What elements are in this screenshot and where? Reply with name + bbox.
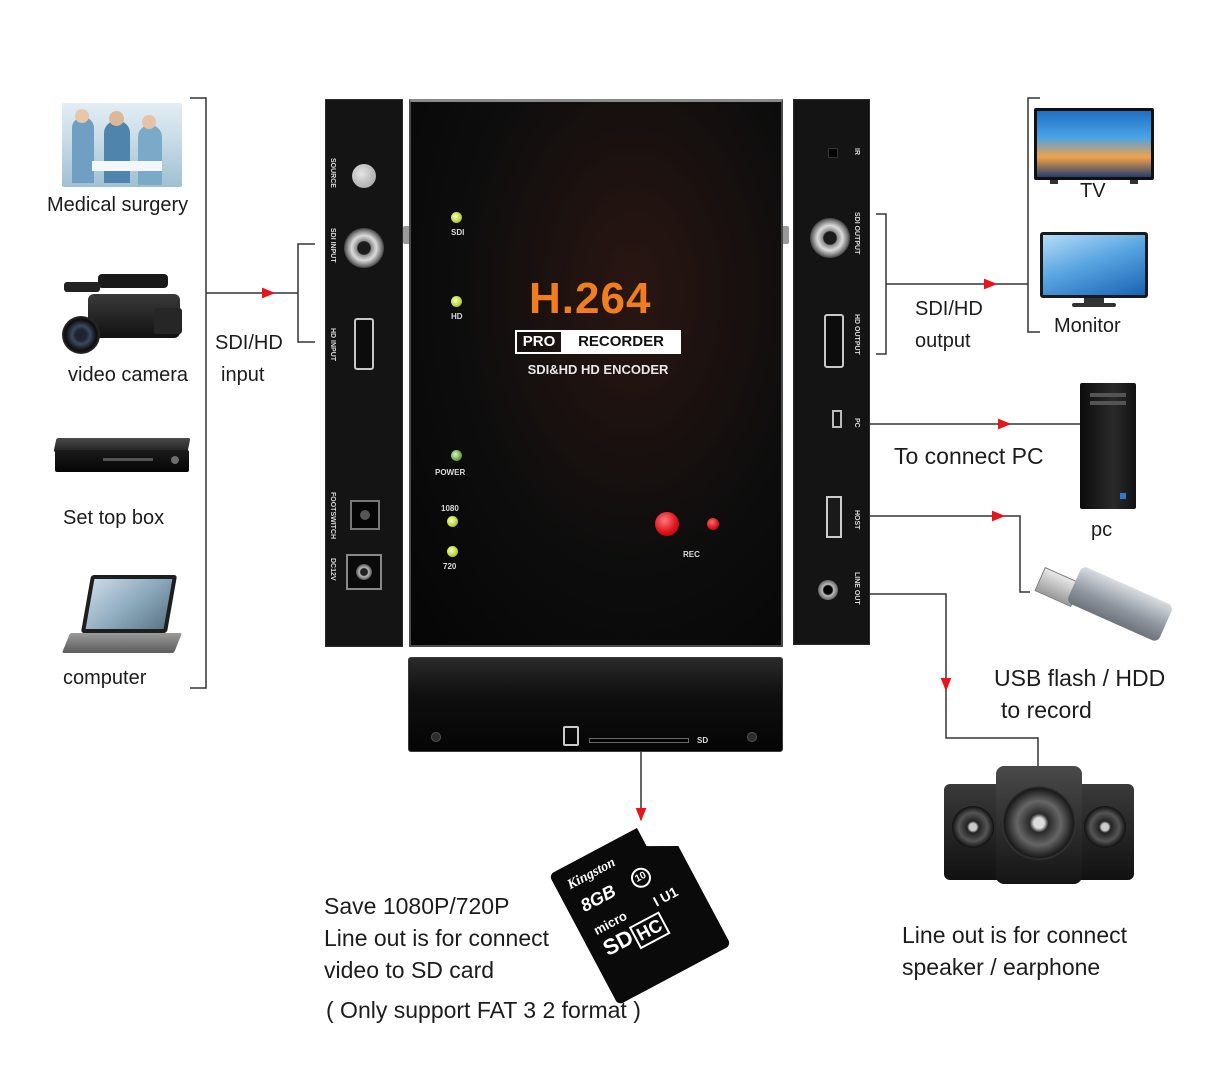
right-side-panel: IR SDI OUTPUT HD OUTPUT PC HOST LINE OUT — [793, 99, 870, 645]
laptop-image — [62, 575, 182, 661]
product-title: H.264 — [529, 274, 651, 324]
led-hd-label: HD — [451, 312, 463, 321]
led-power — [451, 450, 462, 461]
label-pc: pc — [1091, 518, 1112, 543]
sd-card-icon — [563, 726, 579, 746]
label-speaker-line2: speaker / earphone — [902, 953, 1100, 982]
label-line-out: LINE OUT — [853, 572, 860, 605]
pc-usb-port[interactable] — [832, 410, 842, 428]
rec-label: REC — [683, 550, 700, 559]
label-connect-pc: To connect PC — [894, 442, 1044, 471]
led-sdi-label: SDI — [451, 228, 464, 237]
video-camera-image — [58, 268, 188, 358]
label-ir: IR — [853, 148, 860, 155]
front-panel: SDI HD POWER 1080 720 H.264 PRO RECORDER… — [409, 99, 783, 647]
led-1080-label: 1080 — [441, 504, 459, 513]
led-hd — [451, 296, 462, 307]
pro-label: PRO — [517, 332, 563, 352]
label-dc12v: DC12V — [329, 558, 336, 581]
usb-flash-image — [1030, 556, 1180, 646]
surgery-image — [62, 103, 182, 187]
input-label-line2: input — [221, 363, 264, 388]
label-footswitch: FOOTSWITCH — [329, 492, 336, 539]
rec-button[interactable] — [655, 512, 679, 536]
label-sdi-output: SDI OUTPUT — [853, 212, 860, 254]
sd-note-line3: video to SD card — [324, 956, 494, 985]
label-speaker-line1: Line out is for connect — [902, 921, 1127, 950]
led-sdi — [451, 212, 462, 223]
product-subtitle: SDI&HD HD ENCODER — [515, 362, 681, 377]
sd-slot-label: SD — [697, 736, 708, 745]
label-usb-line1: USB flash / HDD — [994, 664, 1165, 693]
speakers-image — [944, 766, 1134, 884]
output-label-line2: output — [915, 329, 971, 354]
line-out-jack[interactable] — [818, 580, 838, 600]
led-720 — [447, 546, 458, 557]
tv-image — [1034, 108, 1154, 180]
label-video-camera: video camera — [68, 363, 188, 388]
sd-note-line4: ( Only support FAT 3 2 format ) — [326, 996, 641, 1025]
bottom-panel: SD — [408, 657, 783, 752]
sd-card-slot[interactable] — [589, 738, 689, 743]
monitor-image — [1040, 232, 1148, 298]
host-usb-port[interactable] — [826, 496, 842, 538]
label-computer: computer — [63, 666, 146, 691]
label-source: SOURCE — [329, 158, 336, 188]
label-tv: TV — [1080, 179, 1106, 204]
pc-tower-image — [1080, 383, 1136, 509]
label-medical-surgery: Medical surgery — [47, 193, 188, 218]
led-power-label: POWER — [435, 468, 465, 477]
label-set-top-box: Set top box — [63, 506, 164, 531]
label-pc: PC — [853, 418, 860, 428]
label-usb-line2: to record — [1001, 696, 1092, 725]
pro-badge: PRO RECORDER — [515, 330, 681, 354]
led-720-label: 720 — [443, 562, 456, 571]
sd-note-line1: Save 1080P/720P — [324, 892, 509, 921]
hd-input-port[interactable] — [354, 318, 374, 370]
label-hd-output: HD OUTPUT — [853, 314, 860, 355]
source-button[interactable] — [352, 164, 376, 188]
left-side-panel: SOURCE SDI INPUT HD INPUT FOOTSWITCH DC1… — [325, 99, 403, 647]
label-sdi-input: SDI INPUT — [329, 228, 336, 263]
sd-note-line2: Line out is for connect — [324, 924, 549, 953]
sdi-output-port[interactable] — [810, 218, 850, 258]
label-hd-input: HD INPUT — [329, 328, 336, 361]
set-top-box-image — [55, 438, 189, 478]
input-label-line1: SDI/HD — [215, 331, 283, 356]
recorder-label: RECORDER — [563, 332, 679, 352]
label-host: HOST — [853, 510, 860, 529]
label-monitor: Monitor — [1054, 314, 1121, 339]
output-label-line1: SDI/HD — [915, 297, 983, 322]
ir-sensor — [828, 148, 838, 158]
hd-output-port[interactable] — [824, 314, 844, 368]
led-1080 — [447, 516, 458, 527]
rec-led — [707, 518, 719, 530]
sdi-input-port[interactable] — [344, 228, 384, 268]
